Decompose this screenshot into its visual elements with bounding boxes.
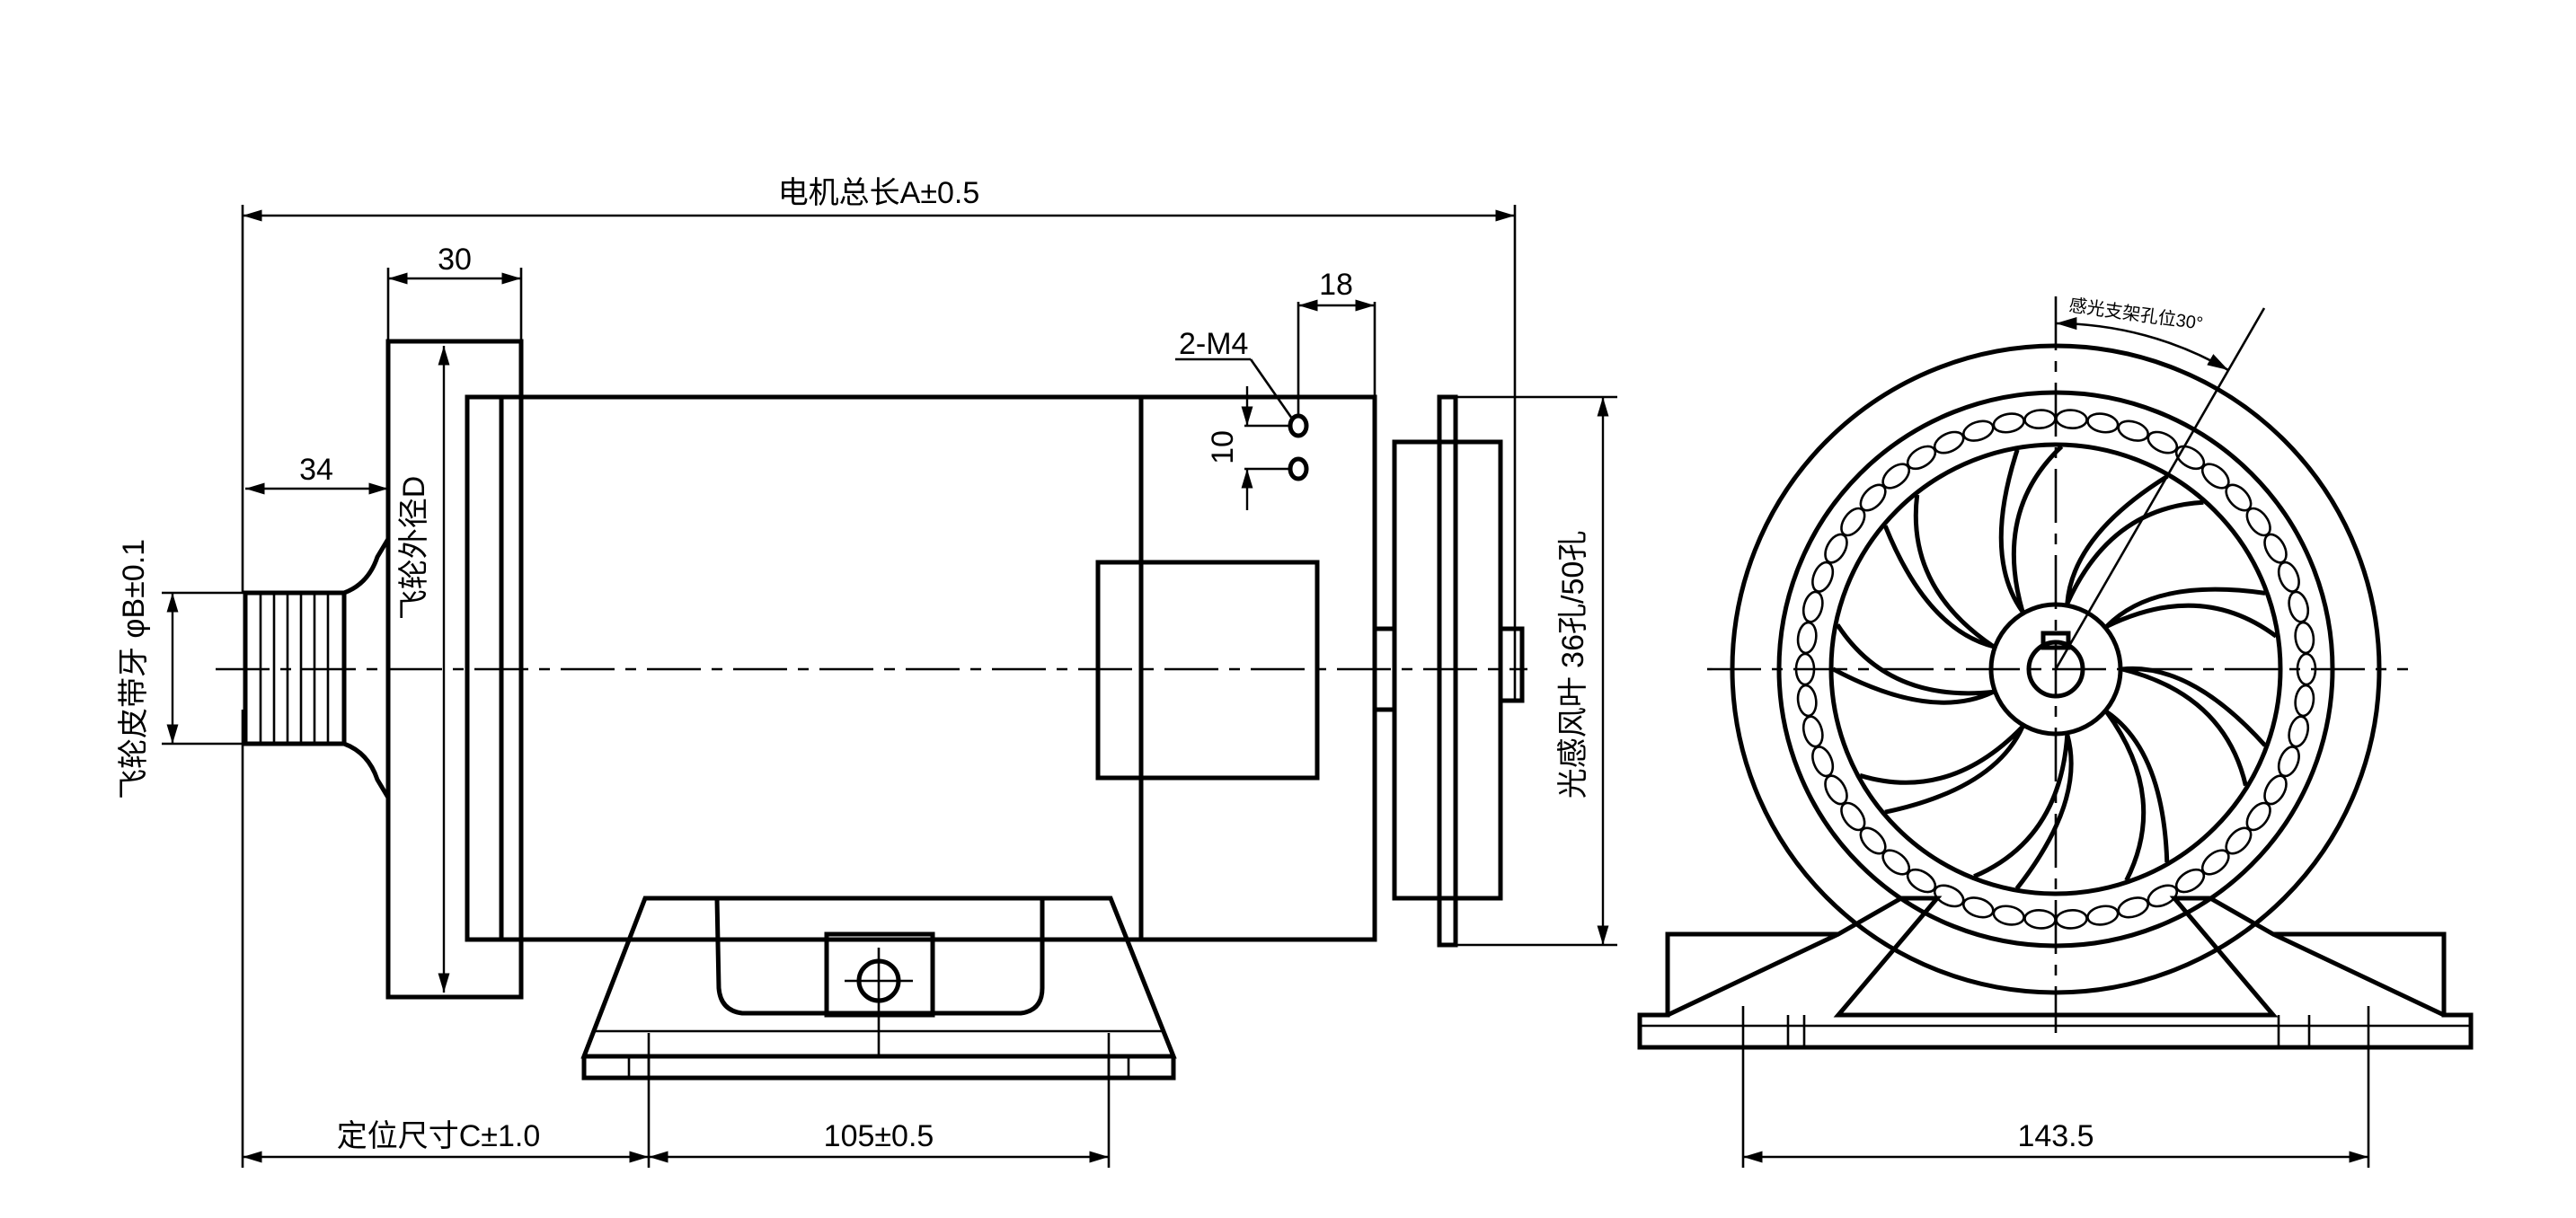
fan-hole (1992, 412, 2025, 434)
dim-bottom: 定位尺寸C±1.0 105±0.5 (241, 710, 1111, 1168)
flywheel-pulley (243, 537, 391, 799)
end-view: 感光支架孔位30° 143.5 (1637, 295, 2474, 1168)
belt-teeth-label: 飞轮皮带牙 φB±0.1 (117, 539, 151, 799)
fan-disc (1392, 394, 1525, 948)
fan-blade (2104, 710, 2170, 882)
fan-hole (1796, 621, 1818, 655)
fan-hole (2055, 909, 2088, 930)
terminal-screws (1175, 357, 1309, 510)
fan-spec-label: 光感风叶 36孔/50孔 (1556, 531, 1590, 799)
fan-hole (2288, 715, 2310, 748)
position-dim-label: 定位尺寸C±1.0 (337, 1119, 540, 1153)
dim-flywheel-offset: 34 (245, 453, 388, 495)
motor-base (580, 896, 1177, 1081)
shaft (2026, 640, 2085, 699)
sensor-bracket-label: 感光支架孔位30° (2067, 295, 2204, 334)
dim-belt-teeth: 飞轮皮带牙 φB±0.1 (117, 539, 245, 799)
fan-hole (2055, 409, 2088, 429)
fan-hole (2294, 684, 2315, 718)
fan-hole (1933, 430, 1965, 455)
sensor-angle-line (2054, 307, 2266, 670)
dim-base-width-end: 143.5 (1741, 1006, 2370, 1168)
fan-blade (1859, 725, 2025, 815)
fan-hole (2288, 590, 2310, 623)
flywheel-disc (385, 339, 524, 1000)
fan-hole (1933, 884, 1965, 908)
fan-hole (2147, 430, 2179, 455)
fan-blade (1998, 445, 2064, 613)
dim-total-length: 电机总长A±0.5 (241, 176, 1517, 701)
fan-hole (2086, 412, 2120, 434)
base-hole-spacing-label: 105±0.5 (824, 1119, 934, 1153)
fan-hole (2294, 621, 2315, 655)
side-view: 电机总长A±0.5 30 34 飞轮皮带牙 φB±0.1 飞轮外径D (117, 176, 1617, 1168)
end-base (1637, 896, 2474, 1050)
fan-blade (1973, 734, 2074, 890)
fan-hole-ring-outer (1776, 390, 2335, 949)
fan-hole (1801, 715, 1824, 748)
fan-hole (2117, 419, 2149, 442)
fan-blade (2065, 474, 2204, 605)
fan-hole (2117, 896, 2149, 919)
fan-holes (1794, 409, 2317, 930)
flywheel-width-label: 30 (438, 243, 472, 277)
flywheel-dia-label: 飞轮外径D (397, 476, 431, 621)
flywheel-offset-label: 34 (299, 453, 333, 487)
fan-hole (1962, 419, 1995, 442)
fan-hole (2147, 884, 2179, 908)
fan-hub (1988, 602, 2123, 737)
terminal-spacing-label: 10 (1206, 430, 1240, 464)
fan-hole (2023, 409, 2057, 429)
fan-blade (1831, 623, 1995, 705)
dim-flywheel-width: 30 (386, 243, 523, 341)
terminal-screws-label: 2-M4 (1179, 327, 1248, 361)
fan-hole (1992, 905, 2025, 926)
fan-hole (2277, 560, 2300, 593)
fan-hole-ring-inner (1828, 442, 2283, 896)
terminal-offset-label: 18 (1319, 268, 1353, 302)
total-length-label: 电机总长A±0.5 (778, 176, 980, 210)
dim-flywheel-dia: 飞轮外径D (397, 346, 450, 993)
fan-blade (2104, 587, 2278, 639)
fan-hole (1811, 746, 1835, 778)
fan-hole (2277, 746, 2300, 778)
base-width-end-label: 143.5 (2017, 1119, 2094, 1153)
fan-blade (2121, 666, 2267, 787)
fan-blade (1882, 494, 1995, 649)
dim-fan-height: 光感风叶 36孔/50孔 (1456, 395, 1617, 947)
fan-hole (2023, 909, 2057, 930)
shaft-key (2040, 631, 2071, 650)
fan-hole (1796, 684, 1818, 718)
dim-terminal-offset: 18 (1297, 268, 1377, 415)
fan-hole (2086, 905, 2120, 926)
fan-hole (1801, 590, 1824, 623)
fan-hole (1811, 560, 1835, 593)
sensor-angle-arc (2055, 317, 2229, 372)
fan-hole (1962, 896, 1995, 919)
fan-blades (1831, 445, 2278, 890)
